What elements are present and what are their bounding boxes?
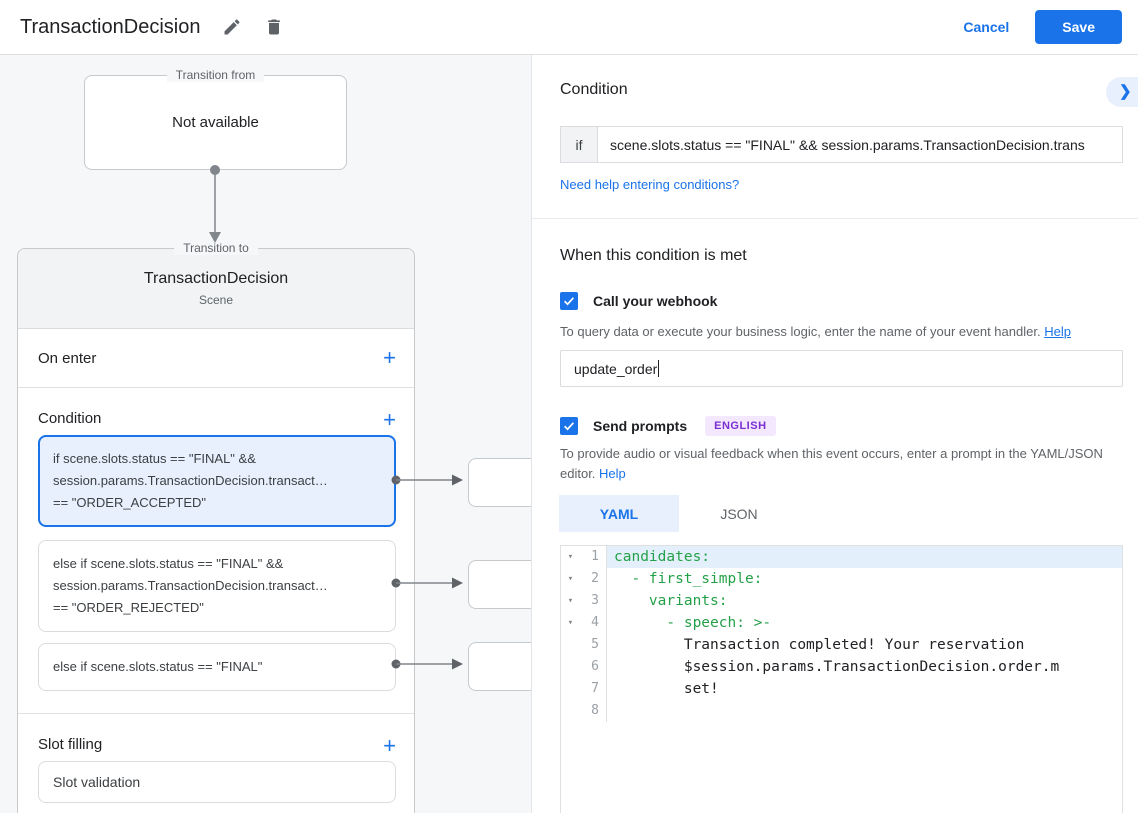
transition-from-content: Not available bbox=[172, 114, 259, 131]
transition-to-node: Transition to TransactionDecision Scene … bbox=[17, 241, 415, 813]
delete-icon[interactable] bbox=[264, 17, 284, 37]
add-on-enter-icon[interactable]: + bbox=[383, 345, 396, 370]
transition-target-node[interactable] bbox=[468, 560, 531, 609]
webhook-checkbox[interactable] bbox=[560, 292, 578, 310]
fold-arrow-icon[interactable]: ▾ bbox=[567, 574, 574, 584]
prompts-helper-text: To provide audio or visual feedback when… bbox=[560, 446, 1103, 481]
prompts-checkbox-row: Send prompts ENGLISH bbox=[560, 416, 776, 436]
condition-section-label: Condition bbox=[38, 410, 102, 427]
webhook-checkbox-row: Call your webhook bbox=[560, 292, 717, 310]
if-prefix: if bbox=[560, 126, 597, 163]
fold-arrow-icon[interactable]: ▾ bbox=[567, 596, 574, 606]
page-title: TransactionDecision bbox=[20, 15, 201, 38]
save-button[interactable]: Save bbox=[1035, 10, 1122, 44]
code-line: 6 $session.params.TransactionDecision.or… bbox=[561, 656, 1122, 678]
on-enter-section: On enter + bbox=[18, 329, 414, 388]
slot-filling-label: Slot filling bbox=[38, 736, 103, 753]
code-line: 7 set! bbox=[561, 678, 1122, 700]
condition-expression-row: if scene.slots.status == "FINAL" && sess… bbox=[560, 126, 1123, 163]
when-met-title: When this condition is met bbox=[560, 247, 747, 264]
condition-card-rejected[interactable]: else if scene.slots.status == "FINAL" &&… bbox=[38, 540, 396, 632]
panel-title: Condition bbox=[560, 81, 628, 98]
webhook-help-link[interactable]: Help bbox=[1044, 324, 1071, 339]
prompts-checkbox[interactable] bbox=[560, 417, 578, 435]
condition-help-link[interactable]: Need help entering conditions? bbox=[560, 177, 740, 192]
add-condition-icon[interactable]: + bbox=[383, 407, 396, 432]
editor-tabs: YAML JSON bbox=[559, 495, 799, 532]
checkmark-icon bbox=[564, 297, 575, 306]
code-line: ▾ 4 - speech: >- bbox=[561, 612, 1122, 634]
cancel-button[interactable]: Cancel bbox=[963, 19, 1010, 35]
slot-filling-section: Slot filling + bbox=[18, 714, 414, 761]
code-line: 5 Transaction completed! Your reservatio… bbox=[561, 634, 1122, 656]
chevron-right-icon: ❯ bbox=[1119, 83, 1132, 100]
condition-card-accepted[interactable]: if scene.slots.status == "FINAL" && sess… bbox=[38, 435, 396, 527]
transition-target-node[interactable] bbox=[468, 458, 531, 507]
condition-editor-panel: Condition ❯ if scene.slots.status == "FI… bbox=[531, 55, 1138, 813]
fold-arrow-icon[interactable]: ▾ bbox=[567, 552, 574, 562]
tab-yaml[interactable]: YAML bbox=[559, 495, 679, 532]
language-badge: ENGLISH bbox=[705, 416, 776, 436]
code-line: ▾ 1 candidates: bbox=[561, 546, 1122, 568]
section-divider bbox=[18, 713, 414, 714]
checkmark-icon bbox=[564, 422, 575, 431]
panel-divider bbox=[532, 218, 1138, 219]
code-line: 8 bbox=[561, 700, 1122, 722]
transition-from-label: Transition from bbox=[166, 68, 265, 82]
tab-json[interactable]: JSON bbox=[720, 505, 758, 522]
webhook-label: Call your webhook bbox=[593, 293, 718, 309]
webhook-helper-text: To query data or execute your business l… bbox=[560, 324, 1071, 339]
condition-expression-input[interactable]: scene.slots.status == "FINAL" && session… bbox=[597, 126, 1123, 163]
text-caret bbox=[658, 360, 660, 377]
prompts-help-link[interactable]: Help bbox=[599, 466, 626, 481]
fold-arrow-icon[interactable]: ▾ bbox=[567, 618, 574, 628]
slot-validation-card[interactable]: Slot validation bbox=[38, 761, 396, 803]
webhook-name-input[interactable]: update_order bbox=[560, 350, 1123, 387]
scene-card-header: TransactionDecision Scene bbox=[18, 249, 414, 329]
code-line: ▾ 2 - first_simple: bbox=[561, 568, 1122, 590]
prompts-label: Send prompts bbox=[593, 418, 688, 434]
transition-from-node: Transition from Not available bbox=[84, 68, 347, 170]
condition-section: Condition + bbox=[18, 388, 414, 435]
collapse-panel-button[interactable]: ❯ bbox=[1106, 77, 1138, 107]
transition-target-node[interactable] bbox=[468, 642, 531, 691]
add-slot-icon[interactable]: + bbox=[383, 733, 396, 758]
on-enter-label: On enter bbox=[38, 350, 97, 367]
top-bar: TransactionDecision Cancel Save bbox=[0, 0, 1138, 55]
scene-diagram-canvas: Transition from Not available Transition… bbox=[0, 55, 531, 813]
condition-card-final[interactable]: else if scene.slots.status == "FINAL" bbox=[38, 643, 396, 691]
yaml-code-editor[interactable]: ▾ 1 candidates: ▾ 2 - first_simple: ▾ 3 … bbox=[560, 545, 1123, 813]
scene-title: TransactionDecision bbox=[143, 270, 289, 287]
code-line: ▾ 3 variants: bbox=[561, 590, 1122, 612]
edit-icon[interactable] bbox=[222, 17, 242, 37]
scene-subtitle: Scene bbox=[198, 293, 234, 307]
transition-to-label: Transition to bbox=[174, 241, 258, 255]
